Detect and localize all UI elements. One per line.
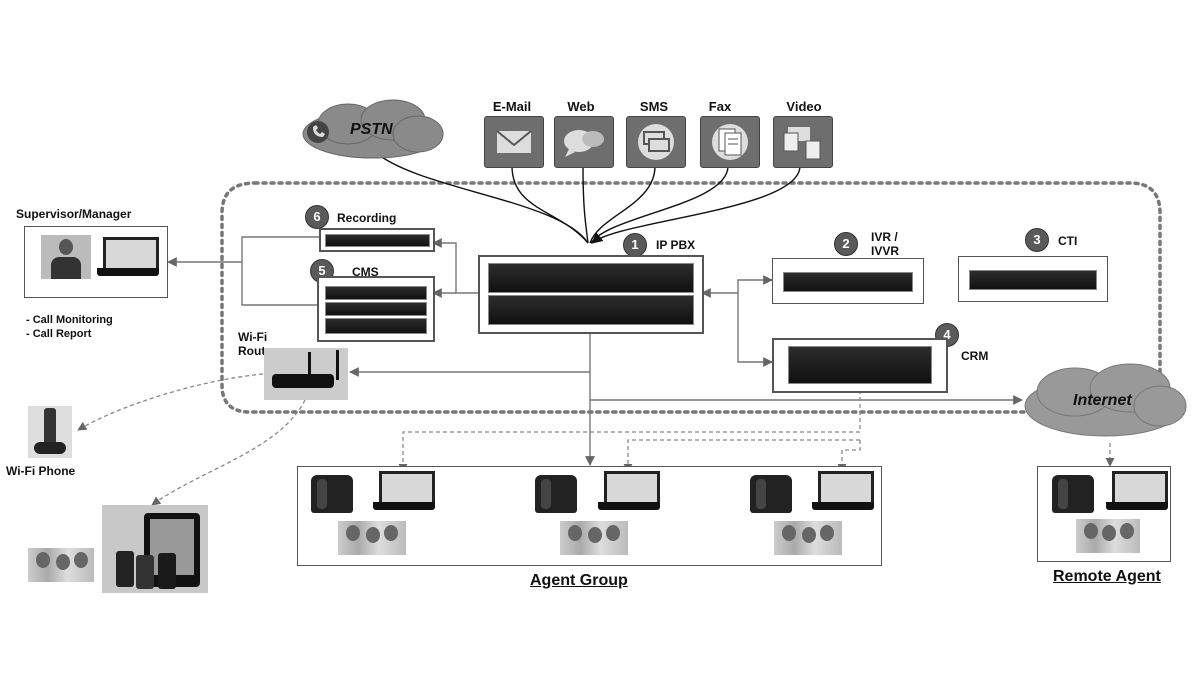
desk-phone-icon xyxy=(750,475,792,513)
fax-label: Fax xyxy=(708,99,732,114)
cti-label: CTI xyxy=(1058,234,1078,248)
agents-photo xyxy=(1076,519,1140,553)
sms-icon xyxy=(626,116,686,168)
ivr-label-line1: IVR / xyxy=(871,230,898,244)
video-label: Video xyxy=(786,99,822,114)
cms-label: CMS xyxy=(352,265,379,279)
agents-photo xyxy=(774,521,842,555)
internet-cloud xyxy=(1024,363,1187,437)
cti-server xyxy=(958,256,1108,302)
crm-server xyxy=(772,338,948,393)
desk-phone-icon xyxy=(311,475,353,513)
ippbx-label: IP PBX xyxy=(656,238,696,252)
email-label: E-Mail xyxy=(492,99,532,114)
ivr-server xyxy=(772,258,924,304)
mobile-devices-icon xyxy=(102,505,208,593)
laptop-icon xyxy=(97,237,159,277)
remote-agent-title: Remote Agent xyxy=(1053,568,1161,585)
cti-number-badge: 3 xyxy=(1025,228,1049,252)
recording-server xyxy=(319,228,435,252)
phone-icon xyxy=(307,121,329,143)
laptop-icon xyxy=(598,471,660,511)
sms-label: SMS xyxy=(639,99,669,114)
supervisor-workstation xyxy=(24,226,168,298)
agent-group-box xyxy=(297,466,882,566)
video-icon xyxy=(773,116,833,168)
wifi-phone-label: Wi-Fi Phone xyxy=(6,464,76,478)
supervisor-item-1: - Call Monitoring xyxy=(26,314,113,326)
desk-phone-icon xyxy=(1052,475,1094,513)
web-label: Web xyxy=(567,99,595,114)
wifi-phone-icon xyxy=(28,406,72,458)
cms-server xyxy=(317,276,435,342)
desk-phone-icon xyxy=(535,475,577,513)
wifi-router-icon xyxy=(264,348,348,400)
agent-group-title: Agent Group xyxy=(530,572,628,589)
laptop-icon xyxy=(373,471,435,511)
supervisor-avatar xyxy=(41,235,91,279)
laptop-icon xyxy=(1106,471,1168,511)
pstn-cloud xyxy=(302,99,444,159)
ivr-number-badge: 2 xyxy=(834,232,858,256)
agents-photo xyxy=(28,548,94,582)
recording-label: Recording xyxy=(337,211,397,225)
chat-icon xyxy=(554,116,614,168)
recording-number-badge: 6 xyxy=(305,205,329,229)
laptop-icon xyxy=(812,471,874,511)
ippbx-server xyxy=(478,255,704,334)
internet-label: Internet xyxy=(1073,392,1132,409)
ippbx-number-badge: 1 xyxy=(623,233,647,257)
crm-label: CRM xyxy=(961,349,989,363)
email-icon xyxy=(484,116,544,168)
agents-photo xyxy=(338,521,406,555)
fax-icon xyxy=(700,116,760,168)
pstn-label: PSTN xyxy=(350,121,393,138)
wifi-router-label-line1: Wi-Fi xyxy=(238,330,268,344)
remote-agent-box xyxy=(1037,466,1171,562)
supervisor-item-2: - Call Report xyxy=(26,328,92,340)
supervisor-title: Supervisor/Manager xyxy=(16,207,132,221)
agents-photo xyxy=(560,521,628,555)
ivr-label-line2: IVVR xyxy=(871,244,900,258)
